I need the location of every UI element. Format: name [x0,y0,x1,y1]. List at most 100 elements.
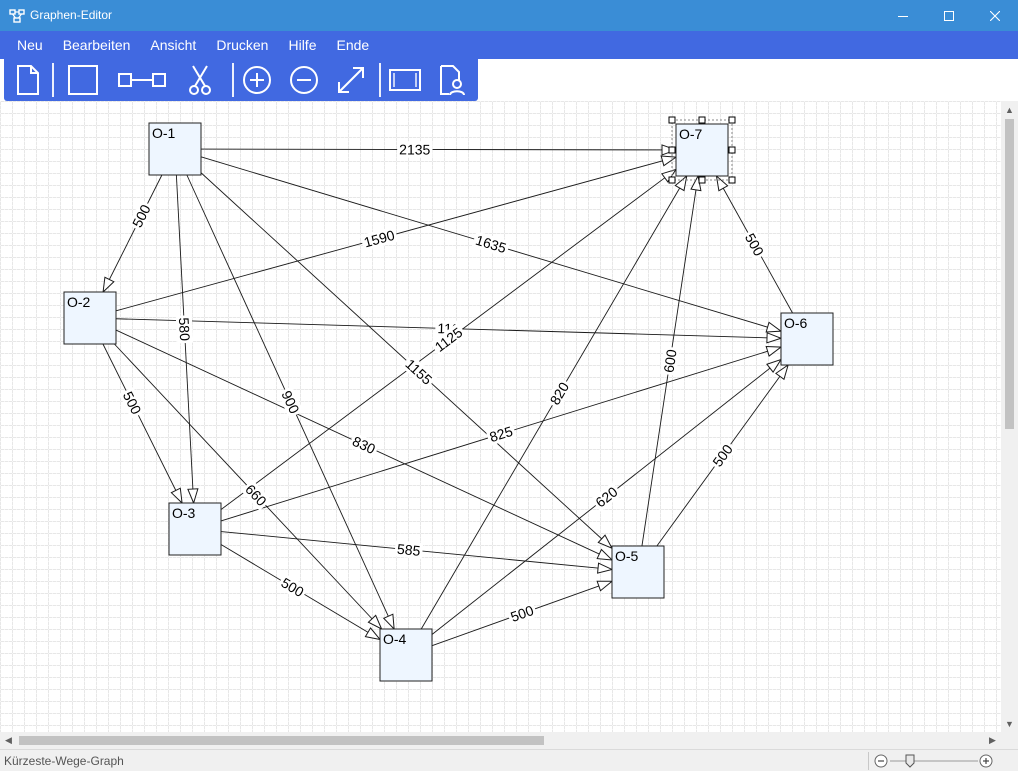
edge-weight-background [118,387,146,419]
menu-bearbeiten[interactable]: Bearbeiten [62,37,131,53]
add-node-button[interactable] [62,61,104,99]
edge-weight-background [175,315,194,344]
fit-to-window-button[interactable] [334,61,368,99]
status-text: Kürzeste-Wege-Graph [4,754,124,768]
toolbar-separator [232,63,234,97]
graph-svg[interactable]: 2135500163558090011551590110500660830112… [0,101,1001,732]
resize-handle[interactable] [668,116,676,124]
edge-weight-text: 580 [176,317,193,341]
scroll-up-icon[interactable]: ▲ [1005,104,1014,115]
edge-weight-background [740,228,769,261]
edge-O-2-O-3[interactable] [102,343,182,503]
node-box[interactable] [63,291,117,345]
edge-weight-label: 1590 [360,226,399,251]
resize-handle[interactable] [668,146,676,154]
add-edge-button[interactable] [114,61,170,99]
vertical-scroll-thumb[interactable] [1005,119,1014,429]
resize-handle[interactable] [728,146,736,154]
properties-button[interactable] [434,61,470,99]
graph-node-o-3[interactable]: O-3 [168,502,222,556]
edge-weight-background [660,346,680,376]
scroll-down-icon[interactable]: ▼ [1005,718,1014,729]
edge-weight-label: 1155 [400,354,437,390]
close-button[interactable] [972,0,1018,31]
toolbar-separator [379,63,381,97]
menu-ansicht[interactable]: Ansicht [150,37,197,53]
node-box[interactable] [611,545,665,599]
graph-node-o-7[interactable]: O-7 [668,116,736,184]
resize-handle[interactable] [728,176,736,184]
resize-handle[interactable] [698,116,706,124]
zoom-out-small-icon[interactable] [874,754,888,768]
frame-button[interactable] [386,61,424,99]
edge-weight-text: 1635 [474,232,509,256]
edge-weight-background [394,540,424,560]
node-rectangle-icon [68,65,98,95]
zoom-in-button[interactable] [240,61,274,99]
edge-weight-text: 1590 [362,227,396,251]
edge-weight-text: 2135 [399,141,430,157]
minimize-button[interactable] [880,0,926,31]
resize-handle[interactable] [728,116,736,124]
edge-weight-background [348,431,380,459]
graph-node-o-1[interactable]: O-1 [148,122,202,176]
menu-drucken[interactable]: Drucken [216,37,269,53]
zoom-slider-thumb[interactable] [905,754,915,768]
resize-handle[interactable] [698,176,706,184]
edge-weight-background [471,231,511,257]
edge-weight-background [397,141,433,158]
zoom-out-button[interactable] [287,61,321,99]
window-title: Graphen-Editor [30,8,113,22]
edge-weight-background [590,482,623,512]
menu-ende[interactable]: Ende [336,37,370,53]
node-box[interactable] [168,502,222,556]
scroll-right-icon[interactable]: ▶ [989,735,996,745]
menu-bar: Neu Bearbeiten Ansicht Drucken Hilfe End… [0,31,1018,59]
document-user-icon [440,65,465,96]
cut-button[interactable] [182,61,218,99]
node-box[interactable] [148,122,202,176]
vertical-scrollbar[interactable]: ▲ ▼ [1001,101,1018,732]
maximize-button[interactable] [926,0,972,31]
close-icon [990,10,1000,21]
edge-O-1-O-7[interactable] [200,149,676,150]
graph-node-o-2[interactable]: O-2 [63,291,117,345]
cut-icon [189,65,211,95]
node-label: O-5 [615,548,639,564]
edge-weight-background [276,573,309,602]
node-box[interactable] [780,312,834,366]
toolbar [4,59,478,101]
edge-weight-background [506,601,538,626]
zoom-control[interactable] [872,752,997,770]
edge-weight-label: 1635 [471,231,511,257]
edge-weight-label: 500 [506,601,538,626]
graph-node-o-5[interactable]: O-5 [611,545,665,599]
edge-weight-label: 500 [707,439,738,472]
scroll-left-icon[interactable]: ◀ [5,735,12,745]
menu-hilfe[interactable]: Hilfe [288,37,317,53]
frame-icon [389,69,421,91]
edge-weight-background [277,386,304,418]
minimize-icon [898,15,908,17]
edge-weight-label: 620 [590,482,623,512]
edge-weight-label: 600 [660,346,680,376]
edge-connect-icon [118,73,166,87]
node-label: O-1 [152,125,176,141]
node-label: O-2 [67,294,91,310]
horizontal-scrollbar[interactable]: ◀ ▶ [0,732,1001,749]
edge-weight-background [240,479,272,511]
graph-node-o-6[interactable]: O-6 [780,312,834,366]
horizontal-scroll-thumb[interactable] [19,736,544,745]
menu-neu[interactable]: Neu [17,37,43,53]
resize-handle[interactable] [668,176,676,184]
edge-weight-background [400,354,437,390]
edge-O-1-O-2[interactable] [103,174,163,292]
edge-weight-background [545,377,574,410]
node-label: O-6 [784,315,808,331]
node-box[interactable] [379,628,433,682]
zoom-in-small-icon[interactable] [979,754,993,768]
graph-node-o-4[interactable]: O-4 [379,628,433,682]
node-box[interactable] [675,123,729,177]
new-document-button[interactable] [10,61,46,99]
